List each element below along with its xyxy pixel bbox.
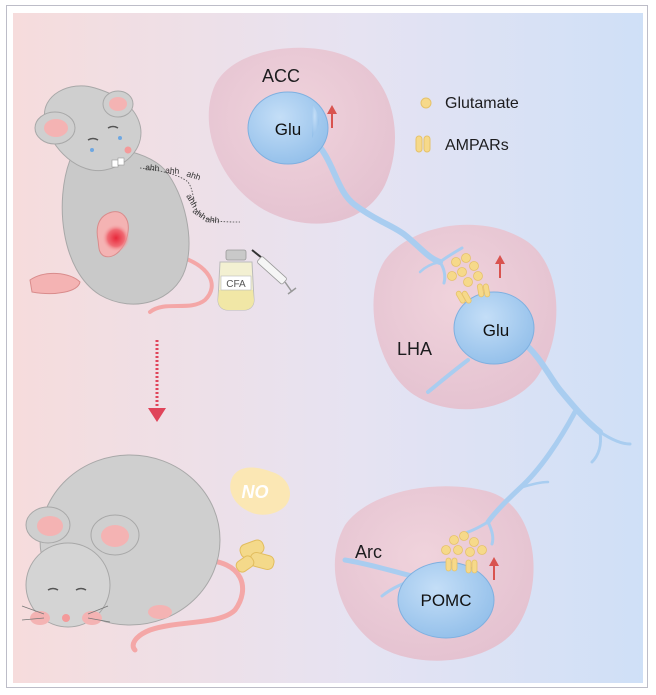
ahh-2: ahh (165, 165, 180, 176)
arc-cell-label: POMC (421, 591, 472, 610)
glutamate-legend-label: Glutamate (445, 95, 519, 112)
ahh-3: ahh (185, 168, 202, 182)
no-pain-sign: NO (230, 467, 291, 515)
arc-up-arrow (489, 557, 499, 580)
ampar-legend-icon (415, 135, 431, 153)
acc-axon-hillock (312, 104, 319, 138)
lha-cell-label: Glu (483, 321, 509, 340)
down-arrow (148, 340, 166, 422)
acc-glu-neuron (247, 91, 329, 165)
ampars-legend-label: AMPARs (445, 137, 509, 154)
pain-mouse (29, 85, 214, 314)
ahh-6: ahh (205, 214, 220, 225)
cfa-vial: CFA (217, 249, 255, 311)
lha-up-arrow (495, 255, 505, 278)
arc-ampars (445, 557, 478, 574)
arc-region-label: Arc (355, 542, 382, 562)
syringe-icon (251, 249, 297, 295)
acc-up-arrow (327, 105, 337, 128)
acc-cell-label: Glu (275, 120, 301, 139)
glutamate-legend-icon (420, 97, 432, 109)
arc-glutamate-cluster (441, 531, 487, 557)
legend: Glutamate AMPARs (415, 95, 519, 154)
lha-glu-neuron (453, 291, 535, 365)
acc-region-label: ACC (262, 66, 300, 86)
lha-region-label: LHA (397, 339, 432, 359)
lha-glutamate-cluster (447, 253, 483, 287)
inflamed-paw (102, 224, 130, 252)
lha-ampars (455, 283, 491, 304)
obese-mouse (21, 454, 245, 653)
no-sign-text: NO (242, 482, 269, 502)
upregulation-arrows (327, 105, 505, 580)
food-pellets-icon (235, 539, 275, 573)
cfa-vial-label: CFA (226, 279, 246, 290)
ahh-1: ahh (145, 162, 160, 173)
